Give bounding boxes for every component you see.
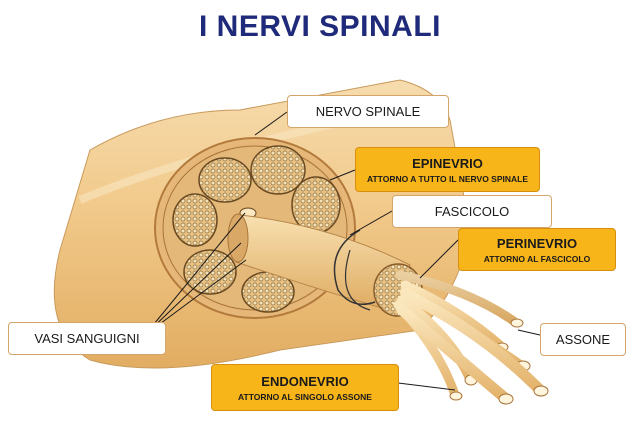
fascicle xyxy=(250,145,306,195)
leader-endonevrio xyxy=(389,381,456,391)
label-assone: ASSONE xyxy=(540,323,626,356)
leader-nervo-spinale xyxy=(254,111,288,136)
label-perinevrio: PERINEVRIO ATTORNO AL FASCICOLO xyxy=(458,228,616,271)
fascicle xyxy=(198,157,252,203)
leader-fascicolo xyxy=(349,210,393,236)
label-fascicolo: FASCICOLO xyxy=(392,195,552,228)
leader-lines xyxy=(144,111,541,391)
fascicle xyxy=(183,249,237,295)
label-epinevrio-title: EPINEVRIO xyxy=(412,155,483,171)
label-perinevrio-sub: ATTORNO AL FASCICOLO xyxy=(483,253,591,264)
page-title: I NERVI SPINALI xyxy=(199,10,441,43)
label-perinevrio-title: PERINEVRIO xyxy=(496,235,578,251)
label-endonevrio-sub: ATTORNO AL SINGOLO ASSONE xyxy=(238,391,372,402)
label-endonevrio-title: ENDONEVRIO xyxy=(261,373,349,389)
label-endonevrio: ENDONEVRIO ATTORNO AL SINGOLO ASSONE xyxy=(211,364,399,411)
label-vasi-sanguigni: VASI SANGUIGNI xyxy=(8,322,166,355)
label-vasi-sanguigni-text: VASI SANGUIGNI xyxy=(34,331,140,346)
leader-vasi-1 xyxy=(144,212,246,336)
leader-assone xyxy=(517,329,541,336)
leader-vasi-2 xyxy=(144,242,242,336)
axon-bundle xyxy=(393,270,549,405)
fascicle-group xyxy=(172,145,341,313)
label-nervo-spinale-text: NERVO SPINALE xyxy=(315,104,421,119)
fascicle xyxy=(172,193,218,247)
label-nervo-spinale: NERVO SPINALE xyxy=(287,95,449,128)
label-fascicolo-text: FASCICOLO xyxy=(434,204,510,219)
label-epinevrio: EPINEVRIO ATTORNO A TUTTO IL NERVO SPINA… xyxy=(355,147,540,192)
leader-epinevrio xyxy=(329,169,356,181)
label-assone-text: ASSONE xyxy=(555,332,611,347)
leader-perinevrio xyxy=(419,239,459,279)
label-epinevrio-sub: ATTORNO A TUTTO IL NERVO SPINALE xyxy=(366,173,529,184)
